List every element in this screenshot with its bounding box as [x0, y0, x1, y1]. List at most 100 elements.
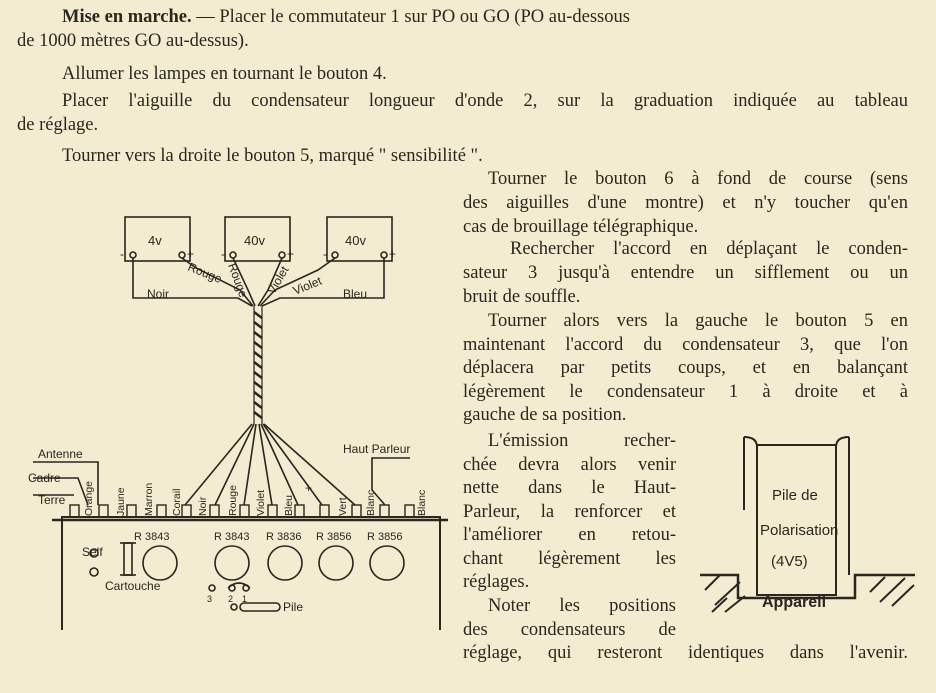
battery-1-minus: [129, 251, 137, 259]
p3-line1: Placer l'aiguille du condensateur longue…: [62, 91, 908, 111]
r-line-14: nette dans le Haut-: [463, 478, 676, 498]
fan-corail: [184, 423, 253, 506]
wire-label-noir: Noir: [147, 287, 169, 301]
svg-text:+: +: [389, 247, 396, 261]
r-line-18: réglages.: [463, 572, 530, 592]
wire-rouge-1: [181, 257, 254, 307]
wire-violet-1: [257, 257, 283, 307]
terminal-blanc-2: Blanc: [416, 490, 428, 516]
harness-stripes: [253, 311, 263, 419]
lead-speaker: [371, 457, 410, 506]
svg-text:+: +: [305, 481, 312, 495]
switch-num-3: 3: [207, 594, 212, 604]
tube-socket-4: [318, 545, 354, 581]
battery-label-1: 4v: [148, 233, 162, 248]
battery-1-plus: [178, 251, 186, 259]
terminal-blanc-1: Blanc: [365, 490, 377, 516]
svg-text:-: -: [323, 247, 327, 261]
battery-2-minus: [229, 251, 237, 259]
r-line-16: l'améliorer en retou-: [463, 525, 676, 545]
terminal-noir: Noir: [197, 496, 209, 516]
terminal-violet: Violet: [255, 490, 267, 516]
wire-violet-2: [259, 257, 336, 307]
wire-noir: [132, 258, 253, 307]
appareil-surface: [700, 573, 915, 600]
p3-line2: de réglage.: [17, 115, 99, 135]
r-line-17: chant légèrement les: [463, 549, 676, 569]
r-line-11: gauche de sa position.: [463, 405, 627, 425]
label-terre: Terre: [38, 493, 66, 507]
tube-socket-3: [267, 545, 303, 581]
fuse-label: Cartouche: [105, 579, 161, 593]
r-line-7: Tourner alors vers la gauche le bouton 5…: [488, 311, 908, 331]
wire-label-violet-2: Violet: [291, 273, 324, 297]
tube-socket-1: [142, 545, 178, 581]
polar-line-3: (4V5): [771, 553, 808, 570]
svg-text:+: +: [187, 247, 194, 261]
wire-bleu: [261, 258, 385, 307]
lead-antenne: [33, 461, 99, 505]
switch-num-1: 1: [242, 594, 247, 604]
wire-label-violet-1: Violet: [264, 263, 291, 296]
r-line-8: maintenant l'accord du condensateur 3, q…: [463, 335, 908, 355]
battery-label-2: 40v: [244, 233, 265, 248]
svg-text:+: +: [287, 247, 294, 261]
r-line-2: des aiguilles d'une montre) et n'y touch…: [463, 193, 908, 213]
self-label: Self: [82, 545, 103, 559]
svg-text:-: -: [120, 247, 124, 261]
terminal-bleu: Bleu: [283, 495, 295, 516]
battery-1: [124, 216, 191, 262]
r-line-3: cas de brouillage télégraphique.: [463, 217, 699, 237]
wire-label-rouge-2: Rouge: [225, 261, 250, 299]
r-line-4: Rechercher l'accord en déplaçant le cond…: [510, 239, 908, 259]
polar-line-2: Polarisation: [760, 522, 838, 539]
fan-rouge: [243, 423, 257, 506]
battery-2-plus: [278, 251, 286, 259]
label-antenne: Antenne: [38, 447, 83, 461]
r-line-19: Noter les positions: [488, 596, 676, 616]
p4-line: Tourner vers la droite le bouton 5, marq…: [62, 146, 483, 166]
p1-line1: Mise en marche. — Placer le commutateur …: [62, 6, 908, 29]
tube-label-2: R 3843: [214, 531, 249, 543]
p2-line: Allumer les lampes en tournant le bouton…: [62, 64, 387, 84]
terminal-rouge: Rouge: [227, 485, 239, 516]
fan-vert: [262, 423, 323, 506]
wire-label-bleu: Bleu: [343, 287, 367, 301]
chassis: [61, 516, 441, 630]
tube-label-4: R 3856: [316, 531, 351, 543]
label-cadre: Cadre: [28, 471, 61, 485]
battery-2: [224, 216, 291, 262]
terminal-pegs: [69, 504, 415, 518]
terminal-jaune: Jaune: [115, 487, 127, 516]
battery-3-plus: [380, 251, 388, 259]
wire-label-rouge-1: Rouge: [186, 260, 224, 286]
label-haut-parleur: Haut Parleur: [343, 442, 410, 456]
fan-noir: [214, 423, 255, 506]
r-line-21: réglage, qui resteront identiques dans l…: [463, 643, 908, 663]
tube-label-3: R 3836: [266, 531, 301, 543]
r-line-1: Tourner le bouton 6 à fond de course (se…: [488, 169, 908, 189]
r-line-20: des condensateurs de: [463, 620, 676, 640]
pile-plug: [239, 602, 281, 612]
r-line-9: déplacera par petits coups, et en balanç…: [463, 358, 908, 378]
terminal-orange: Orange: [83, 481, 95, 516]
r-line-13: chée devra alors venir: [463, 455, 676, 475]
pile-label: Pile: [283, 600, 303, 614]
fan-violet: [258, 423, 273, 506]
fan-blanc: [263, 423, 356, 506]
fan-bleu: [260, 423, 299, 506]
r-line-5: sateur 3 jusqu'à entendre un sifflement …: [463, 263, 908, 283]
terminal-corail: Corail: [171, 489, 183, 516]
r-line-10: légèrement le condensateur 1 à droite et…: [463, 382, 908, 402]
wire-rouge-2: [232, 257, 256, 307]
self-jack-1: [89, 548, 99, 558]
polar-battery: [756, 444, 837, 596]
r-line-15: Parleur, la renforcer et: [463, 502, 676, 522]
svg-text:-: -: [221, 247, 225, 261]
p1-heading: Mise en marche.: [62, 7, 192, 27]
self-jack-2: [89, 567, 99, 577]
appareil-label: Appareil: [762, 594, 826, 611]
switch-num-2: 2: [228, 594, 233, 604]
lead-cadre: [33, 477, 89, 506]
